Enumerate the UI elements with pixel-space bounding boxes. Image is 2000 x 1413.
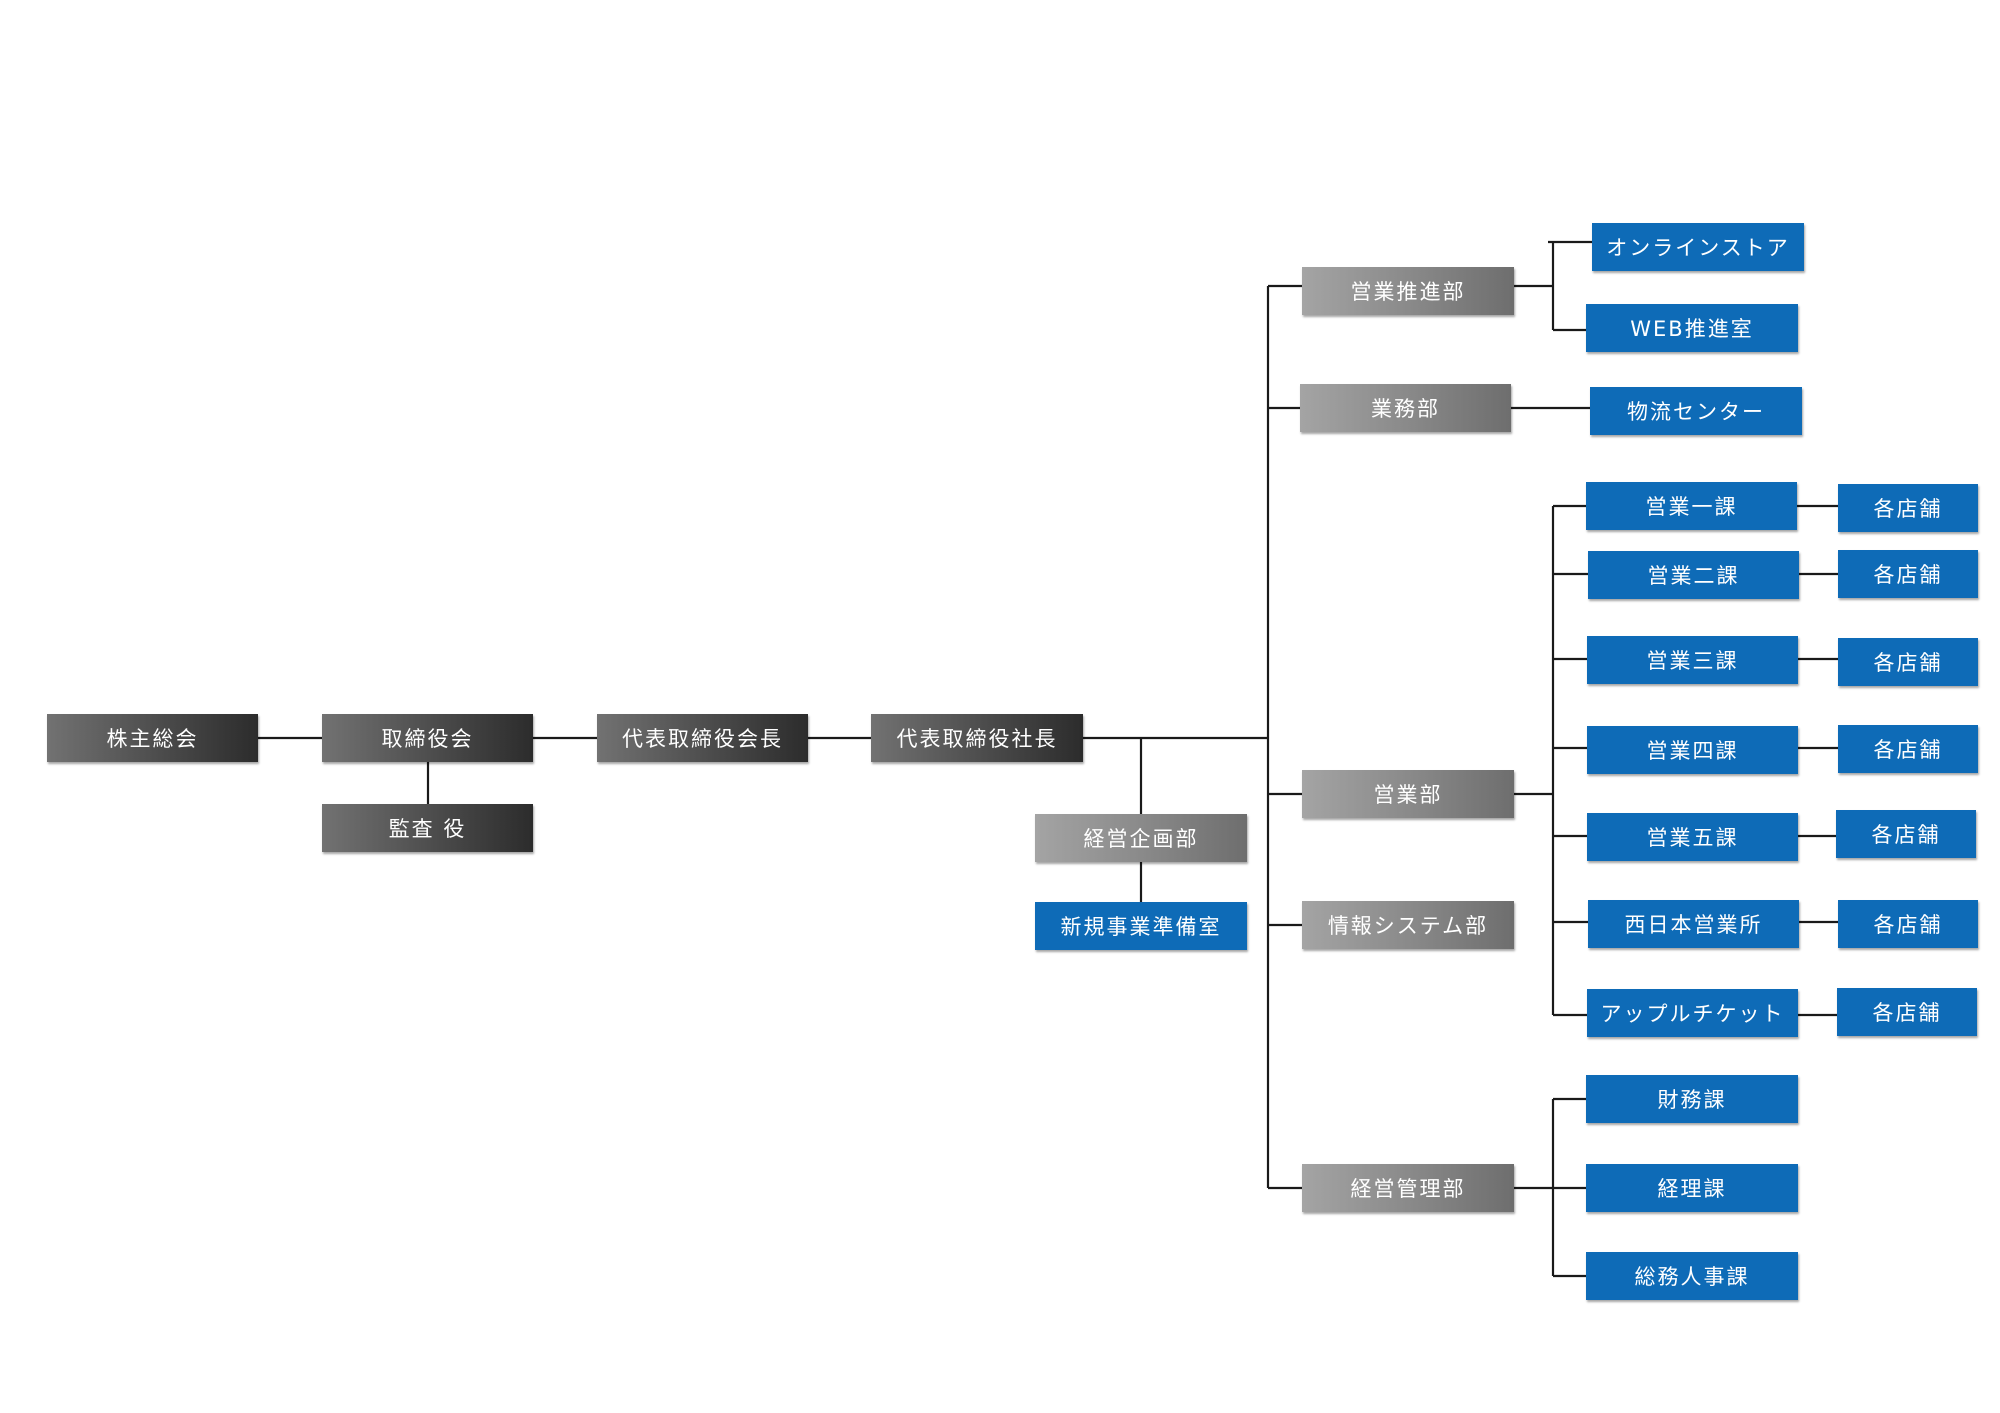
node-sales-3: 営業三課	[1587, 636, 1798, 684]
node-info-systems: 情報システム部	[1302, 901, 1514, 949]
node-stores-1: 各店舗	[1838, 484, 1978, 532]
node-sales-promo: 営業推進部	[1302, 267, 1514, 315]
node-management: 経営管理部	[1302, 1164, 1514, 1212]
node-stores-3: 各店舗	[1838, 638, 1978, 686]
node-board: 取締役会	[322, 714, 533, 762]
node-president: 代表取締役社長	[871, 714, 1083, 762]
node-stores-4: 各店舗	[1838, 725, 1978, 773]
node-west-japan: 西日本営業所	[1588, 900, 1799, 948]
node-stores-7: 各店舗	[1837, 988, 1977, 1036]
node-sales-1: 営業一課	[1586, 482, 1797, 530]
node-accounting: 経理課	[1586, 1164, 1798, 1212]
node-general-hr: 総務人事課	[1586, 1252, 1798, 1300]
node-auditor: 監査 役	[322, 804, 533, 852]
node-new-business: 新規事業準備室	[1035, 902, 1247, 950]
node-stores-6: 各店舗	[1838, 900, 1978, 948]
node-chairman: 代表取締役会長	[597, 714, 808, 762]
node-online-store: オンラインストア	[1592, 223, 1804, 271]
node-logistics: 物流センター	[1590, 387, 1802, 435]
node-web-promo: WEB推進室	[1586, 304, 1798, 352]
node-corp-planning: 経営企画部	[1035, 814, 1247, 862]
node-stores-2: 各店舗	[1838, 550, 1978, 598]
node-stores-5: 各店舗	[1836, 810, 1976, 858]
node-finance: 財務課	[1586, 1075, 1798, 1123]
node-apple-ticket: アップルチケット	[1587, 989, 1798, 1037]
node-sales: 営業部	[1302, 770, 1514, 818]
node-shareholders: 株主総会	[47, 714, 258, 762]
node-operations: 業務部	[1300, 384, 1511, 432]
node-sales-5: 営業五課	[1587, 813, 1798, 861]
node-sales-4: 営業四課	[1587, 726, 1798, 774]
node-sales-2: 営業二課	[1588, 551, 1799, 599]
